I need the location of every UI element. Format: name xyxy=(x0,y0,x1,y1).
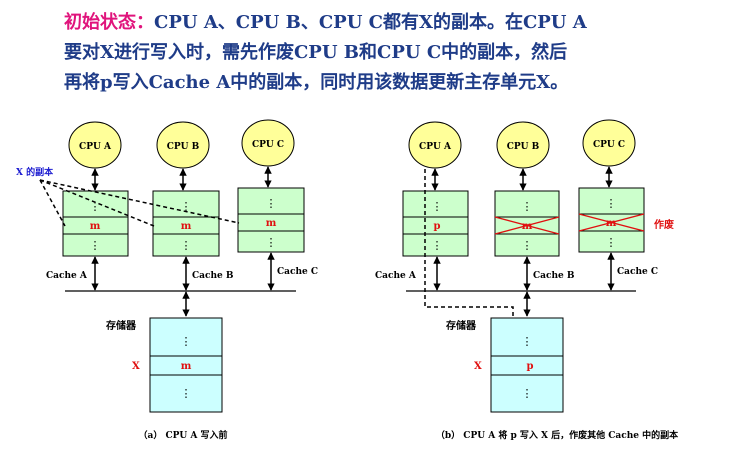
memory-box xyxy=(490,317,564,413)
cache-c-box xyxy=(578,187,645,253)
cache-a-box xyxy=(402,190,469,257)
cache-a-label: Cache A xyxy=(375,271,417,281)
cpu-c-node xyxy=(582,119,636,167)
memory-x-label: X xyxy=(474,361,482,372)
memory-dots-bottom: ⋮ xyxy=(181,387,192,400)
cache-c-box xyxy=(237,187,305,253)
cache-c-dots-top: ⋮ xyxy=(266,197,277,210)
cache-c-label: Cache C xyxy=(277,267,318,277)
cache-a-dots-bottom: ⋮ xyxy=(432,239,443,252)
cache-b-dots-top: ⋮ xyxy=(522,200,533,213)
cache-a-label: Cache A xyxy=(46,271,88,281)
memory-x-label: X xyxy=(132,361,140,372)
invalid-label: 作废 xyxy=(654,218,674,231)
memory-cell: p xyxy=(527,361,534,372)
header-line-2: 要对X进行写入时，需先作废CPU B和CPU C中的副本，然后 xyxy=(64,42,568,63)
copy-label: X 的副本 xyxy=(16,166,54,178)
header-lead: 初始状态： xyxy=(64,12,154,33)
cache-b-dots-bottom: ⋮ xyxy=(181,239,192,252)
cpu-c-node xyxy=(241,119,295,167)
header-line-1-text: CPU A、CPU B、CPU C都有X的副本。在CPU A xyxy=(154,12,587,33)
cache-b-invalid-cross-2 xyxy=(494,216,560,235)
cache-a-cell: m xyxy=(90,221,101,232)
memory-cell: m xyxy=(181,361,192,372)
copy-pointer-c xyxy=(39,179,240,224)
memory-box xyxy=(149,317,223,413)
cpu-a-label: CPU A xyxy=(79,142,112,152)
cache-a-cell: p xyxy=(434,221,441,232)
cpu-b-node xyxy=(496,121,550,169)
cache-a-dots-top: ⋮ xyxy=(90,200,101,213)
header: 初始状态：CPU A、CPU B、CPU C都有X的副本。在CPU A 要对X进… xyxy=(64,8,724,98)
header-line-3: 再将p写入Cache A中的副本，同时用该数据更新主存单元X。 xyxy=(64,72,569,93)
cpu-b-node xyxy=(156,121,210,169)
copy-pointer-a xyxy=(39,179,66,227)
cache-c-dots-bottom: ⋮ xyxy=(266,236,277,249)
cache-c-label: Cache C xyxy=(617,267,658,277)
cpu-a-label: CPU A xyxy=(419,142,452,152)
panel-b: CPU A CPU B CPU C ⋮ p ⋮ ⋮ m ⋮ ⋮ m ⋮ 作 xyxy=(375,119,679,441)
cache-b-dots-top: ⋮ xyxy=(181,200,192,213)
cpu-c-label: CPU C xyxy=(593,140,625,150)
cache-c-invalid-cross-2 xyxy=(578,213,645,232)
cache-a-dots-bottom: ⋮ xyxy=(90,239,101,252)
memory-dots-top: ⋮ xyxy=(181,335,192,348)
caption-b: （b） CPU A 将 p 写入 X 后，作废其他 Cache 中的副本 xyxy=(436,429,679,441)
cache-b-label: Cache B xyxy=(192,271,234,281)
memory-label: 存储器 xyxy=(446,319,477,332)
memory-dots-top: ⋮ xyxy=(522,335,533,348)
cpu-b-label: CPU B xyxy=(507,142,540,152)
cache-b-dots-bottom: ⋮ xyxy=(522,239,533,252)
caption-a: （a） CPU A 写入前 xyxy=(139,429,228,441)
cache-b-cell: m xyxy=(522,221,533,232)
cache-c-dots-bottom: ⋮ xyxy=(606,236,617,249)
memory-dots-bottom: ⋮ xyxy=(522,387,533,400)
header-line-1: 初始状态：CPU A、CPU B、CPU C都有X的副本。在CPU A xyxy=(64,8,724,38)
cache-b-cell: m xyxy=(181,221,192,232)
cache-b-label: Cache B xyxy=(533,271,575,281)
cache-b-box xyxy=(494,190,560,257)
cpu-a-node xyxy=(68,121,122,169)
cache-c-cell: m xyxy=(266,218,277,229)
panel-a: CPU A CPU B CPU C ⋮ m ⋮ ⋮ m ⋮ ⋮ m ⋮ X 的副… xyxy=(16,119,318,441)
cpu-b-label: CPU B xyxy=(167,142,200,152)
cache-c-cell: m xyxy=(606,218,617,229)
cache-a-dots-top: ⋮ xyxy=(432,200,443,213)
cache-b-box xyxy=(152,190,220,257)
cache-c-dots-top: ⋮ xyxy=(606,197,617,210)
memory-label: 存储器 xyxy=(106,319,137,332)
cpu-c-label: CPU C xyxy=(252,140,284,150)
cpu-a-node xyxy=(408,121,462,169)
